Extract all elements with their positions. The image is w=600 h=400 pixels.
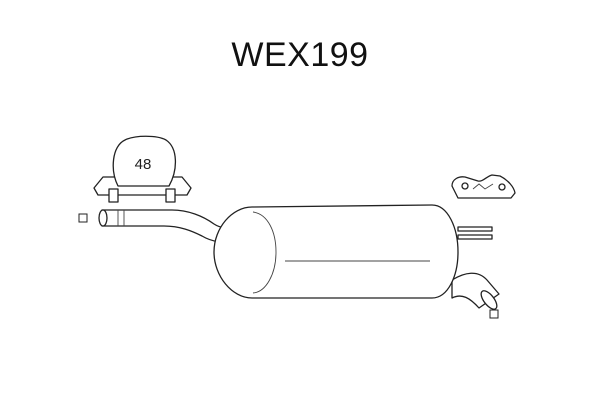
muffler-body <box>213 204 500 310</box>
reference-marker-right <box>489 309 499 319</box>
reference-marker-left <box>78 213 88 223</box>
clamp-size-label: 48 <box>135 156 152 173</box>
mounting-bracket <box>451 174 516 199</box>
part-number-title: WEX199 <box>231 36 369 74</box>
pipe-clamp: 48 <box>93 135 192 203</box>
